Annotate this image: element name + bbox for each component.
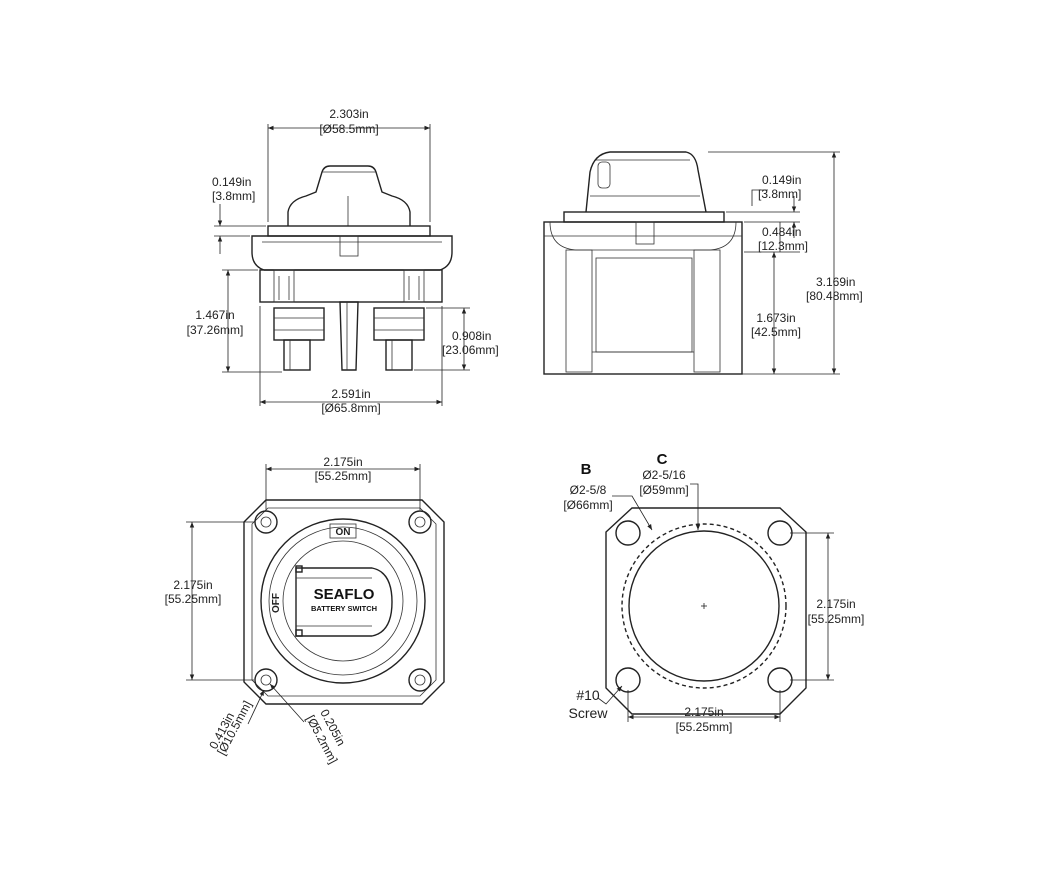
off-label: OFF bbox=[271, 593, 282, 613]
dim-b-in: Ø2-5/8 bbox=[570, 483, 607, 497]
center-contact bbox=[339, 301, 359, 371]
dim-side-lip-mm: [12.3mm] bbox=[758, 239, 808, 253]
side-flange bbox=[563, 211, 725, 223]
front-view: 2.303in [Ø58.5mm] 0.149in [3.8mm] 1.467i… bbox=[187, 107, 499, 415]
dim-front-spacing-in: 0.908in bbox=[452, 329, 491, 343]
dim-front-spacing-mm: [23.06mm] bbox=[442, 343, 499, 357]
side-body bbox=[543, 221, 743, 375]
dim-c-mm: [Ø59mm] bbox=[639, 483, 688, 497]
screw-num: #10 bbox=[576, 687, 600, 703]
dim-top-height-mm: [55.25mm] bbox=[165, 592, 222, 606]
cutout-plate bbox=[605, 507, 807, 715]
dim-cutout-width-mm: [55.25mm] bbox=[676, 720, 733, 734]
dim-side-lip-in: 0.484in bbox=[762, 225, 801, 239]
cutout-hole-tr bbox=[767, 520, 793, 546]
dim-top-width-mm: [55.25mm] bbox=[315, 469, 372, 483]
dial-handle bbox=[295, 567, 393, 637]
label-c: C bbox=[657, 451, 668, 468]
cutout-hole-br bbox=[767, 667, 793, 693]
body-top bbox=[251, 235, 453, 271]
knob-outline bbox=[287, 165, 411, 226]
hole-tr bbox=[408, 510, 432, 534]
side-view: 3.169in [80.48mm] 0.149in [3.8mm] 0.484i… bbox=[543, 151, 863, 375]
cutout-hole-tl bbox=[615, 520, 641, 546]
cutout-view: B C Ø2-5/8 [Ø66mm] Ø2-5/16 [Ø59mm] #10 S… bbox=[563, 451, 864, 734]
dim-front-stud-mm: [37.26mm] bbox=[187, 323, 244, 337]
dim-front-bottom-in: 2.591in bbox=[331, 387, 370, 401]
brand-label: SEAFLO bbox=[314, 586, 375, 603]
dim-side-flange-mm: [3.8mm] bbox=[758, 187, 801, 201]
screw-word: Screw bbox=[569, 705, 609, 721]
dim-top-height-in: 2.175in bbox=[173, 578, 212, 592]
dim-side-body-mm: [42.5mm] bbox=[751, 325, 801, 339]
top-view: ON OFF SEAFLO BATTERY SWITCH 2.175in [55… bbox=[165, 455, 445, 766]
dim-side-body-in: 1.673in bbox=[756, 311, 795, 325]
dim-b-mm: [Ø66mm] bbox=[563, 498, 612, 512]
dim-side-total-mm: [80.48mm] bbox=[806, 289, 863, 303]
hole-tl bbox=[254, 510, 278, 534]
right-stud bbox=[373, 307, 425, 371]
top-plate bbox=[243, 499, 445, 705]
dim-front-flange-in: 0.149in bbox=[212, 175, 251, 189]
label-b: B bbox=[581, 461, 592, 478]
cutout-dia-b bbox=[621, 523, 787, 689]
dim-cutout-height-mm: [55.25mm] bbox=[808, 612, 865, 626]
dial-outer bbox=[260, 518, 426, 684]
dim-cutout-width-in: 2.175in bbox=[684, 705, 723, 719]
dim-front-bottom-mm: [Ø65.8mm] bbox=[321, 401, 380, 415]
left-stud bbox=[273, 307, 325, 371]
dim-side-total-in: 3.169in bbox=[816, 275, 855, 289]
dim-top-width-in: 2.175in bbox=[323, 455, 362, 469]
dim-side-flange-in: 0.149in bbox=[762, 173, 801, 187]
dim-front-stud-in: 1.467in bbox=[195, 308, 234, 322]
dim-cutout-height-in: 2.175in bbox=[816, 597, 855, 611]
dim-front-flange-mm: [3.8mm] bbox=[212, 189, 255, 203]
on-label: ON bbox=[336, 527, 351, 538]
terminal-block bbox=[259, 269, 443, 303]
dim-front-top-mm: [Ø58.5mm] bbox=[319, 122, 378, 136]
cutout-dia-c bbox=[628, 530, 780, 682]
dim-c-in: Ø2-5/16 bbox=[642, 468, 686, 482]
dim-front-top-in: 2.303in bbox=[329, 107, 368, 121]
flange bbox=[267, 225, 431, 237]
hole-br bbox=[408, 668, 432, 692]
hole-bl bbox=[254, 668, 278, 692]
side-knob bbox=[585, 151, 707, 213]
product-label: BATTERY SWITCH bbox=[311, 604, 377, 613]
